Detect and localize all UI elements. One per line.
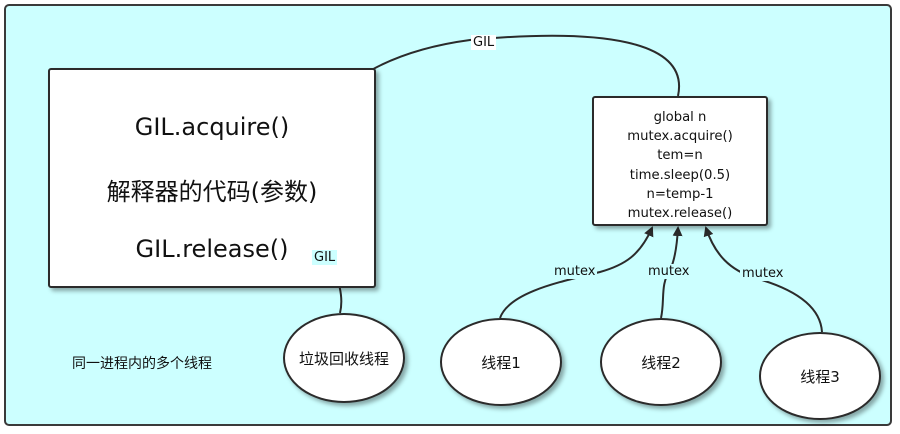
thread-2-node: 线程2: [600, 318, 722, 406]
gc-thread-node: 垃圾回收线程: [283, 313, 405, 403]
gil-acquire-text: GIL.acquire(): [134, 113, 290, 141]
code-line: n=temp-1: [646, 186, 714, 202]
code-line: mutex.acquire(): [627, 129, 733, 145]
mutex-label-2: mutex: [646, 264, 692, 279]
interpreter-code-text: 解释器的代码(参数): [106, 178, 318, 206]
mutex-label-3: mutex: [740, 266, 786, 281]
code-line: time.sleep(0.5): [629, 167, 731, 183]
mutex-code-box: global n mutex.acquire() tem=n time.slee…: [592, 96, 768, 226]
gil-label-top: GIL: [471, 35, 497, 50]
code-line: tem=n: [657, 148, 703, 164]
code-lines: global n mutex.acquire() tem=n time.slee…: [594, 108, 766, 223]
process-caption: 同一进程内的多个线程: [72, 356, 212, 372]
thread-1-node: 线程1: [440, 318, 562, 406]
thread-3-node: 线程3: [759, 332, 881, 420]
gil-label-gc: GIL: [312, 250, 338, 265]
code-line: mutex.release(): [627, 206, 733, 222]
gil-release-text: GIL.release(): [135, 235, 289, 263]
mutex-label-1: mutex: [552, 264, 598, 279]
code-line: global n: [653, 110, 707, 125]
